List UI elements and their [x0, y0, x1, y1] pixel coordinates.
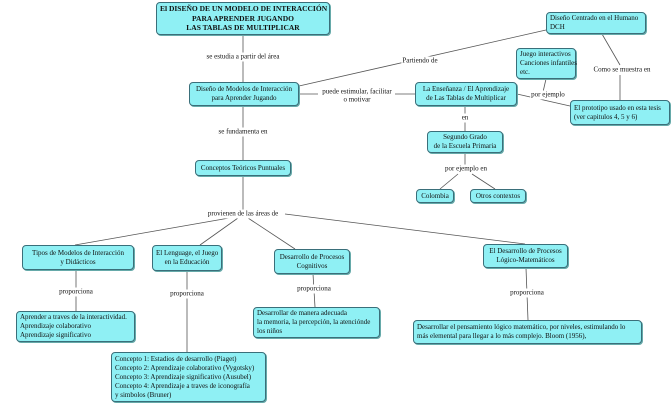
node-text: la memoria, la percepción, la atencióndе: [257, 318, 371, 326]
node-text: para Aprender Jugando: [211, 94, 277, 102]
node-pensamiento-logico: Desarrollar el pensamiento lógico matemá…: [413, 320, 642, 344]
node-procesos-cognitivos: Desarrollo de Procesos Cognitivos: [274, 249, 350, 274]
node-logico-matematicos: El Desarrollo de Procesos Lógico-Matemát…: [483, 244, 568, 268]
node-text: los niños: [257, 327, 283, 335]
node-otros-contextos: Otros contextos: [470, 189, 526, 203]
link-label-puede-1: puede estimular, facilitar: [321, 87, 393, 97]
node-text: Juego interactivos: [520, 50, 571, 58]
node-text: El Desarrollo de Procesos: [489, 247, 562, 255]
link-label-por-ejemplo: por ejemplo: [530, 90, 566, 100]
node-text: Canciones infantiles: [520, 59, 577, 67]
node-text: PARA APRENDER JUGANDO: [192, 13, 294, 23]
node-text: Diseño de Modelos de Interacción: [195, 85, 293, 93]
node-lenguaje: El Lenguage, el Juego en la Educación: [152, 245, 222, 271]
node-text: Conceptos Teóricos Puntuales: [200, 163, 286, 172]
link-label-provienen: provienen de las áreas de: [206, 209, 280, 219]
node-text: etc.: [520, 68, 530, 76]
node-dch: Diseño Centrado en el Humano DCH: [546, 12, 646, 34]
node-text: Concepto 4: Aprendizaje a traves de icon…: [115, 381, 250, 390]
node-text: Concepto 2: Aprendizaje colaborativo (Vy…: [115, 363, 255, 372]
link-label-puede-2: o motivar: [342, 95, 372, 105]
link-label-proporciona: proporciona: [296, 284, 332, 294]
node-colombia: Colombia: [416, 189, 454, 203]
node-text: Lógico-Matemáticos: [496, 256, 555, 264]
link-label-proporciona: proporciona: [509, 288, 545, 298]
link-label-partiendo: Partiendo de: [401, 56, 439, 66]
node-text: El DISEÑO DE UN MODELO DE INTERACCIÓN: [160, 4, 328, 14]
link-label-como-se-muestra: Como se muestra en: [592, 65, 652, 75]
link-label-por-ejemplo-en: por ejemplo en: [444, 164, 488, 174]
link-label-proporciona: proporciona: [169, 289, 205, 299]
node-title: El DISEÑO DE UN MODELO DE INTERACCIÓN PA…: [156, 2, 330, 35]
node-text: LAS TABLAS DE MULTIPLICAR: [186, 23, 300, 33]
node-diseno-modelos: Diseño de Modelos de Interacción para Ap…: [189, 82, 299, 106]
node-memoria: Desarrollar de manera adecuada la memori…: [253, 307, 380, 338]
node-ensenanza: La Enseñanza / El Aprendizaje de Las Tab…: [415, 82, 517, 106]
node-teorias: Concepto 1: Estadios de desarrollo (Piag…: [111, 352, 266, 402]
node-tipos-modelos: Tipos de Modelos de Interacción y Didáct…: [22, 245, 134, 270]
node-juego: Juego interactivos Canciones infantiles …: [516, 48, 577, 79]
node-text: La Enseñanza / El Aprendizaje: [422, 85, 510, 93]
node-text: DCH: [550, 23, 565, 31]
node-text: Aprendizaje significativo: [20, 331, 91, 339]
node-text: Aprender a traves de la interactividad.: [20, 313, 127, 321]
node-text: de Las Tablas de Multiplicar: [426, 94, 506, 102]
node-text: Otros contextos: [475, 191, 521, 200]
node-text: en la Educación: [164, 258, 210, 266]
node-text: Diseño Centrado en el Humano: [550, 14, 639, 22]
node-text: Concepto 3: Aprendizaje significativo (A…: [115, 372, 252, 381]
link-label-proporciona: proporciona: [58, 287, 94, 297]
node-aprender-interactividad: Aprender a traves de la interactividad. …: [16, 311, 135, 342]
node-text: Cognitivos: [296, 261, 328, 270]
node-text: Desarrollo de Procesos: [279, 252, 345, 261]
link-label-se-fundamenta: se fundamenta en: [217, 127, 269, 137]
node-text: de la Escuela Primaria: [433, 142, 497, 150]
node-text: Tipos de Modelos de Interacción: [32, 248, 124, 257]
node-text: Concepto 1: Estadios de desarrollo (Piag…: [115, 354, 237, 363]
link-label-se-estudia: se estudia a partir del área: [205, 52, 281, 62]
node-text: Desarrollar el pensamiento lógico matemá…: [417, 323, 626, 331]
node-text: El Lenguage, el Juego: [156, 249, 219, 257]
node-text: Desarrollar de manera adecuada: [257, 309, 347, 317]
node-text: Colombia: [421, 191, 449, 200]
link-label-en: en: [460, 113, 470, 123]
node-text: y simbolos (Bruner): [115, 390, 172, 399]
node-conceptos: Conceptos Teóricos Puntuales: [195, 160, 291, 176]
node-prototipo: El prototipo usado en esta tesis (ver ca…: [570, 100, 670, 125]
node-text: y Didácticos: [60, 257, 96, 266]
node-text: (ver capitulos 4, 5 y 6): [574, 112, 638, 121]
node-text: El prototipo usado en esta tesis: [574, 103, 661, 112]
node-text: más elemental para llegar a lo más compl…: [417, 332, 587, 340]
node-text: Segundo Grado: [443, 133, 487, 141]
node-segundo-grado: Segundo Grado de la Escuela Primaria: [427, 131, 503, 153]
node-text: Aprendizaje colaborativo: [20, 322, 91, 330]
